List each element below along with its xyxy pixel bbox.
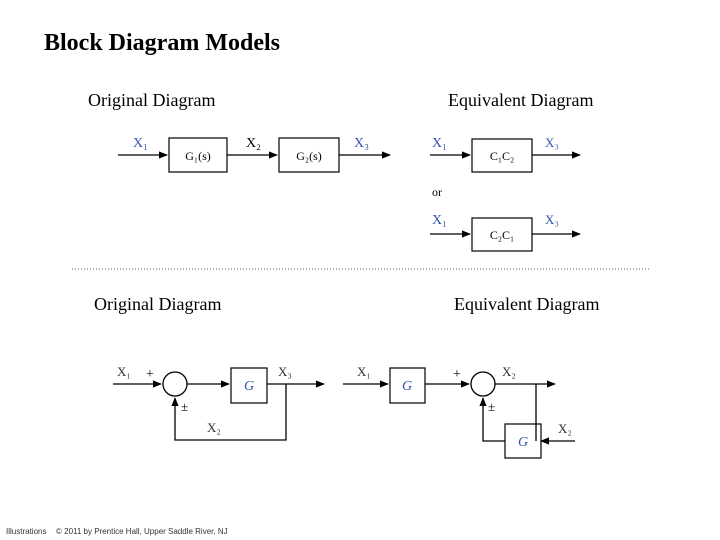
footer-left: Illustrations bbox=[6, 527, 47, 536]
top-left-heading: Original Diagram bbox=[88, 90, 216, 110]
fb-eq-plus-sign: + bbox=[453, 367, 461, 382]
equiv2-out-label: X₃ bbox=[545, 212, 559, 227]
equiv2-in-label: X₁ bbox=[432, 213, 447, 228]
fb-eq-fb-label: X₂ bbox=[558, 421, 572, 436]
series-original-diagram: X₁ G₁(s) X₂ G₂(s) X₃ bbox=[118, 136, 391, 173]
series-block-2-label: G₂(s) bbox=[296, 149, 322, 163]
series-in-label: X₁ bbox=[133, 136, 148, 151]
fb-orig-block bbox=[230, 367, 268, 404]
equiv2-block-label: C₂C₁ bbox=[490, 228, 514, 242]
fb-orig-block-label: G bbox=[244, 379, 254, 394]
fb-eq-prefilter-block bbox=[389, 367, 426, 404]
fb-eq-prefilter-label: G bbox=[402, 379, 412, 394]
fb-orig-fb-label: X₂ bbox=[207, 420, 221, 435]
equiv1-in-label: X₁ bbox=[432, 136, 447, 151]
or-text: or bbox=[432, 185, 442, 199]
fb-eq-pm-sign: ± bbox=[488, 399, 495, 414]
series-out-label: X₃ bbox=[354, 136, 369, 151]
footer-copyright: © 2011 by Prentice Hall, Upper Saddle Ri… bbox=[56, 527, 228, 536]
fb-orig-feedback-path bbox=[171, 384, 287, 441]
bottom-right-heading: Equivalent Diagram bbox=[454, 294, 600, 314]
fb-orig-pm-sign: ± bbox=[181, 399, 188, 414]
fb-orig-out-label: X₃ bbox=[278, 364, 292, 379]
equiv1-out-label: X₃ bbox=[545, 135, 559, 150]
series-equivalent-diagram: X₁ C₁C₂ X₃ or X₁ C₂C₁ X₃ bbox=[430, 135, 581, 252]
top-right-heading: Equivalent Diagram bbox=[448, 90, 594, 110]
bottom-left-heading: Original Diagram bbox=[94, 294, 222, 314]
fb-orig-plus-sign: + bbox=[146, 367, 154, 382]
feedback-original-diagram: X₁ + ± G X₃ X₂ bbox=[113, 364, 325, 441]
fb-eq-in-label: X₁ bbox=[357, 364, 371, 379]
series-mid-label: X₂ bbox=[246, 136, 261, 151]
fb-orig-summing-junction bbox=[162, 371, 188, 397]
fb-orig-in-label: X₁ bbox=[117, 364, 131, 379]
feedback-equivalent-diagram: X₁ G + X₂ ± G X₂ bbox=[343, 364, 575, 459]
slide-title: Block Diagram Models bbox=[44, 30, 280, 56]
series-block-1-label: G₁(s) bbox=[185, 149, 211, 163]
fb-eq-summing-junction bbox=[470, 371, 496, 397]
fb-eq-feedback-path bbox=[479, 397, 505, 442]
fb-eq-feedback-block-label: G bbox=[518, 435, 528, 450]
fb-eq-out-label: X₂ bbox=[502, 364, 516, 379]
equiv1-block-label: C₁C₂ bbox=[490, 149, 514, 163]
